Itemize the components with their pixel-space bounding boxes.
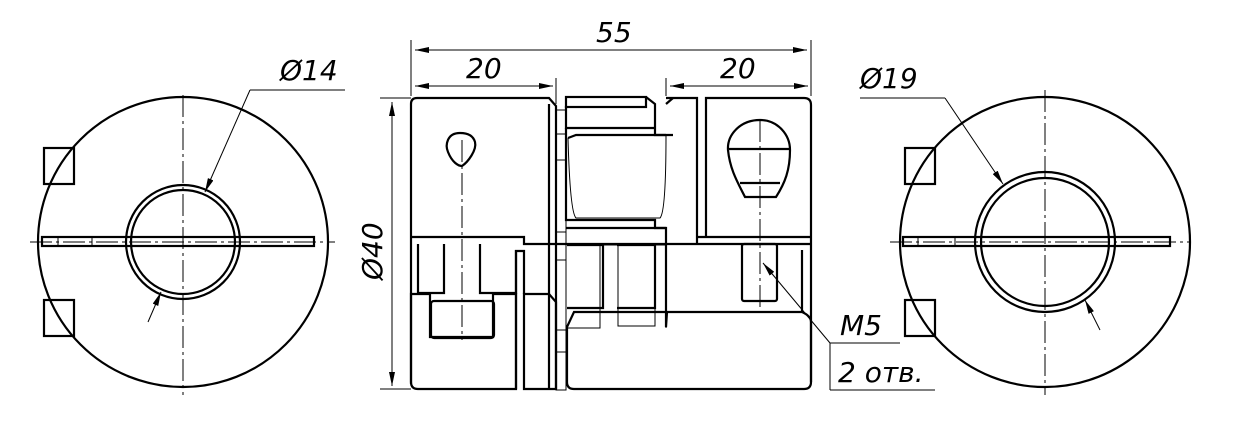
dimensions: 55 20 20 Ø40 M5 2 отв. [356, 16, 935, 391]
right-hub-length-dimension: 20 [720, 52, 756, 85]
left-bore-diameter-label: Ø14 [279, 54, 338, 87]
hole-count-label: 2 отв. [838, 356, 924, 389]
left-hub-length-dimension: 20 [466, 52, 502, 85]
outer-diameter-dimension: Ø40 [356, 222, 389, 281]
right-bore-diameter-label: Ø19 [859, 62, 918, 95]
thread-label: M5 [840, 309, 882, 342]
side-section-view [409, 95, 813, 391]
right-end-view: Ø19 [859, 62, 1192, 395]
overall-length-dimension: 55 [596, 16, 632, 49]
left-end-view: Ø14 [30, 54, 345, 395]
